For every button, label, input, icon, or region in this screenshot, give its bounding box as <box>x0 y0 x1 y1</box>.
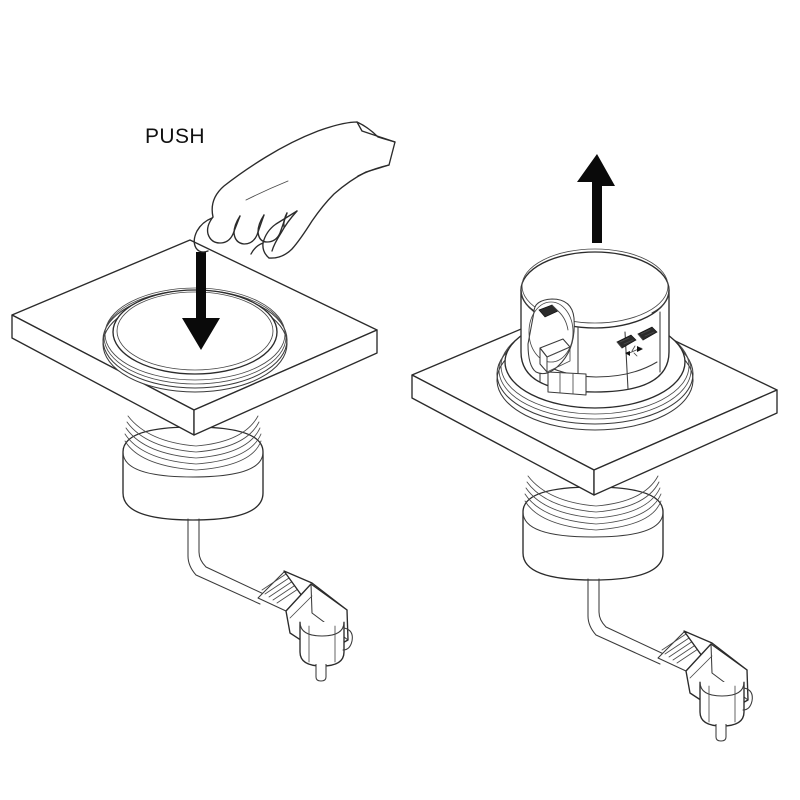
right-threaded-barrel <box>522 475 664 581</box>
right-schuko-plug <box>657 630 753 742</box>
right-usb-ports <box>616 326 658 357</box>
down-arrow-icon <box>182 252 220 350</box>
usb-port-a-icon <box>637 326 658 341</box>
push-label: PUSH <box>145 125 205 148</box>
left-push-button[interactable] <box>102 287 288 393</box>
usb-symbol-icon <box>625 345 643 357</box>
pointing-hand <box>193 121 396 259</box>
left-threaded-barrel <box>122 415 264 521</box>
right-assembly <box>411 154 778 742</box>
usb-port-b-icon <box>616 334 637 349</box>
right-power-outlet <box>527 298 575 375</box>
right-power-cable <box>587 578 669 665</box>
left-assembly: PUSH <box>11 121 396 682</box>
up-arrow-icon <box>577 154 615 243</box>
left-schuko-plug <box>257 570 353 682</box>
left-power-cable <box>187 518 269 605</box>
